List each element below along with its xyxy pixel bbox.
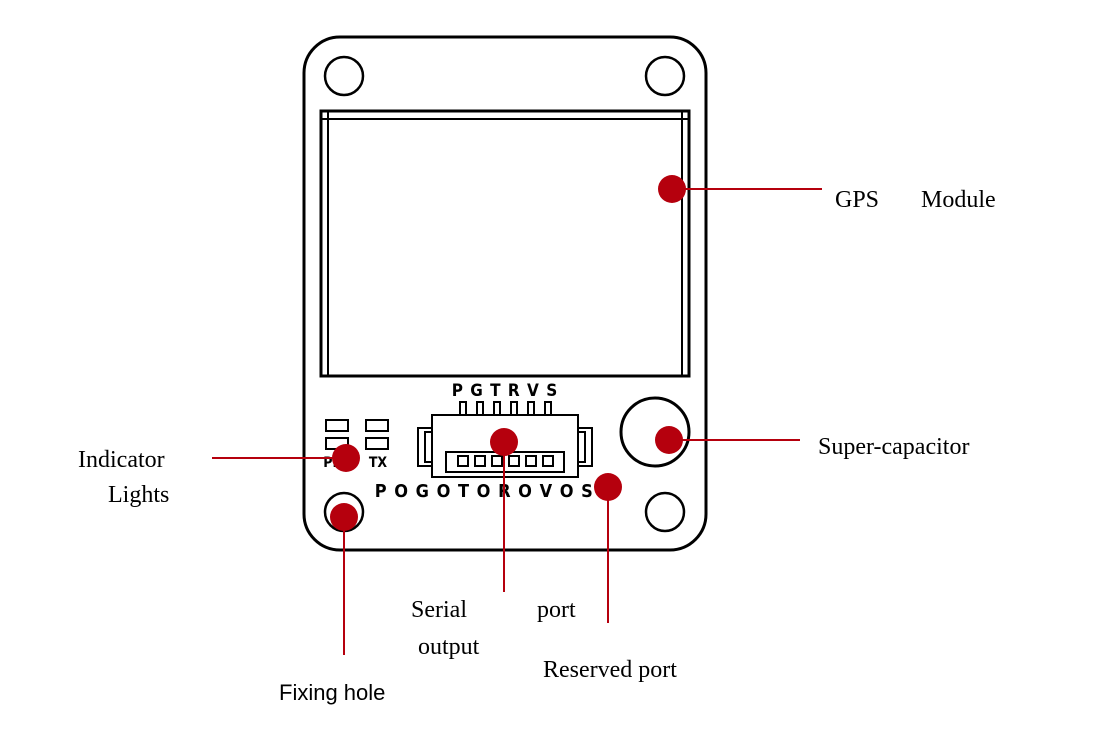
marker-indicator-lights — [332, 444, 360, 472]
mounting-hole-top-right — [644, 55, 686, 97]
label-gps: GPS — [835, 187, 879, 213]
markers — [330, 175, 686, 531]
label-serial: Serial — [411, 597, 467, 623]
pin-labels-bottom: P O G O T O R O V O S O — [375, 481, 615, 502]
label-module: Module — [921, 187, 996, 213]
led-pps-top — [325, 419, 349, 432]
pin-labels-top: P G T R V S — [452, 381, 558, 401]
marker-super-capacitor — [655, 426, 683, 454]
label-super-capacitor: Super-capacitor — [818, 434, 969, 460]
led-tx-top — [365, 419, 389, 432]
mounting-hole-top-left — [323, 55, 365, 97]
serial-connector — [417, 401, 593, 478]
led-tx-bottom — [365, 437, 389, 450]
gps-module-outline — [319, 109, 691, 378]
led-label-tx: TX — [369, 455, 388, 471]
mounting-hole-bottom-right — [644, 491, 686, 533]
label-lights: Lights — [108, 482, 169, 508]
marker-gps-module — [658, 175, 686, 203]
marker-serial-output — [490, 428, 518, 456]
label-reserved-port: Reserved port — [543, 657, 677, 683]
marker-reserved-port — [594, 473, 622, 501]
marker-fixing-hole — [330, 503, 358, 531]
label-port: port — [537, 597, 576, 623]
label-indicator: Indicator — [78, 447, 165, 473]
leader-lines — [212, 188, 822, 655]
super-capacitor-outline — [619, 396, 691, 468]
label-fixing-hole: Fixing hole — [279, 680, 385, 705]
label-output: output — [418, 634, 480, 660]
